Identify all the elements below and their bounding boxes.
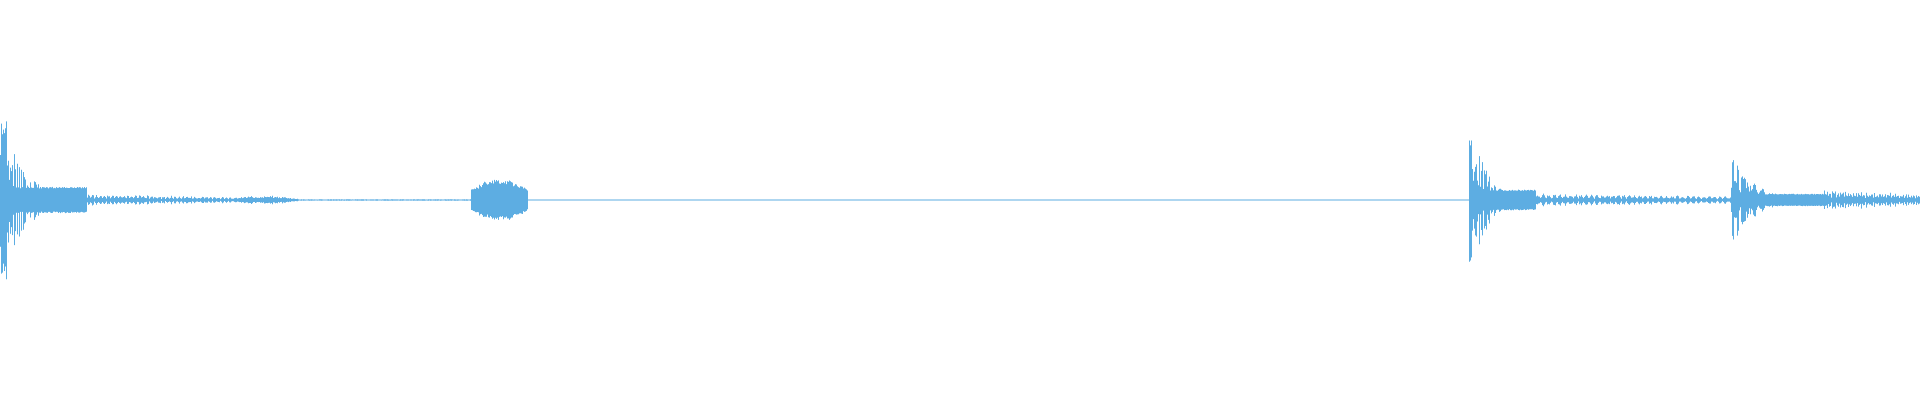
waveform-samples (0, 121, 1920, 280)
